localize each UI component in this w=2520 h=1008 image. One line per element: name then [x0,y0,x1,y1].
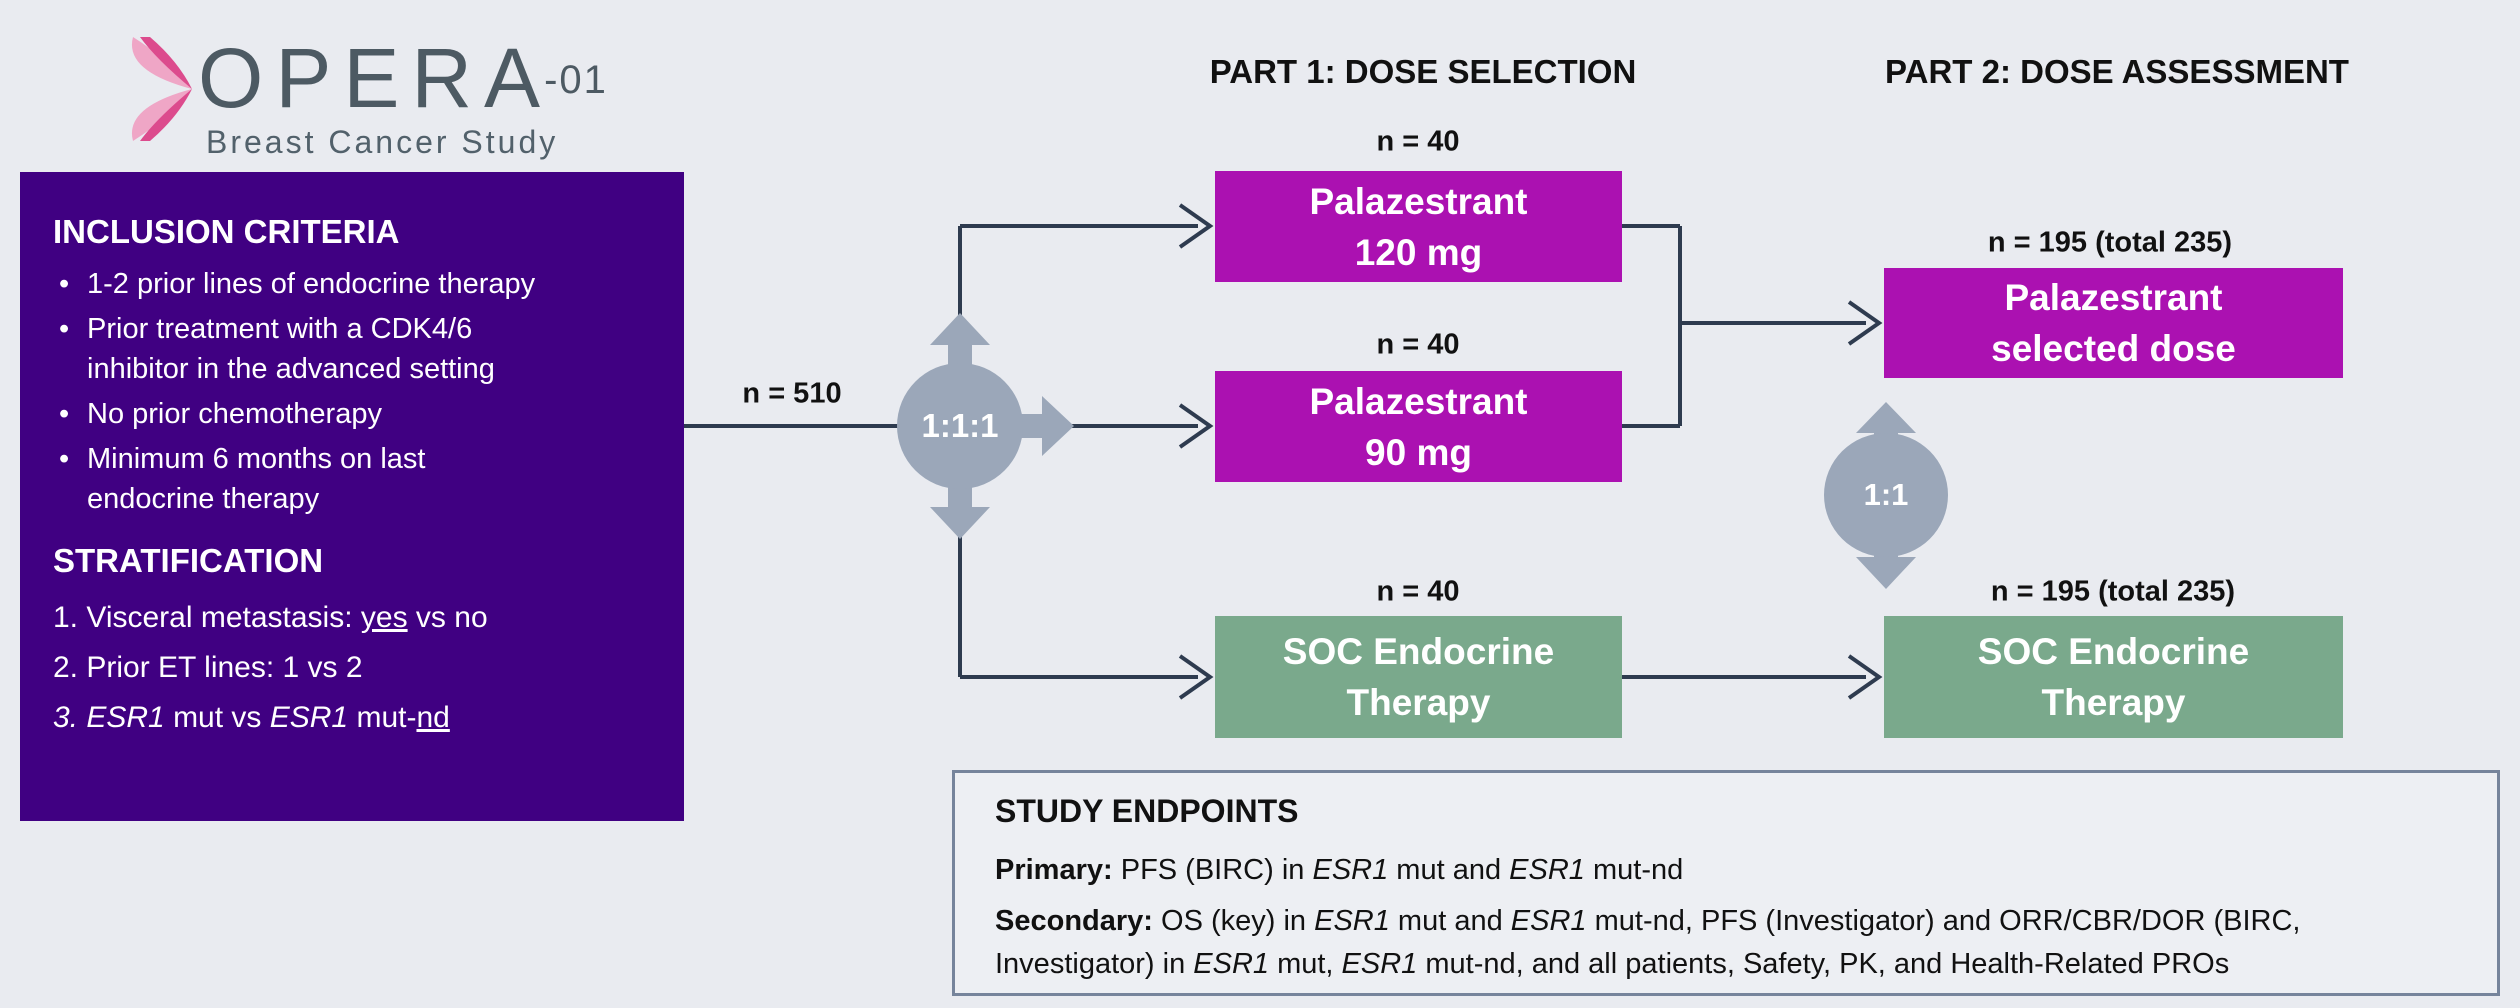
endpoint-text: mut and [1388,854,1510,886]
inclusion-heading: INCLUSION CRITERIA [53,213,400,250]
arm-box-line: SOC Endocrine [1282,631,1555,672]
part1-header: PART 1: DOSE SELECTION [1209,53,1637,90]
gene-name: ESR1 [1341,948,1418,980]
part2-header: PART 2: DOSE ASSESSMENT [1885,53,2349,90]
arm-box-line: Therapy [1346,682,1491,723]
arm-box-line: Therapy [2041,682,2186,723]
arm3-n-label: n = 40 [1376,575,1460,608]
strat-text-underlined: nd [416,701,450,734]
endpoint-text: mut-nd, and all patients, Safety, PK, an… [1417,948,2230,980]
endpoint-text: mut and [1389,905,1511,937]
arrowhead [1178,403,1214,449]
strat-text: mut- [348,701,417,734]
arm-box-soc-part1: SOC Endocrine Therapy [1215,616,1622,738]
stratification-heading: STRATIFICATION [53,542,324,579]
endpoint-text: PFS (BIRC) in [1112,854,1313,886]
inclusion-list: 1-2 prior lines of endocrine therapy Pri… [53,264,613,519]
arm-box-line: Palazestrant [1309,180,1528,222]
n-entry-label: n = 510 [742,377,842,410]
randomization-arrows [897,313,1948,589]
stratification-item-2: 2. Prior ET lines: 1 vs 2 [53,651,363,684]
list-item: Prior treatment with a CDK4/6 inhibitor … [53,309,613,389]
bullet-text: 1-2 prior lines of endocrine therapy [87,268,536,300]
inclusion-criteria-panel: INCLUSION CRITERIA 1-2 prior lines of en… [20,172,684,821]
strat-text: 3. [53,701,87,734]
connector-lines [684,203,1883,700]
ratio11-circle [1824,433,1948,557]
arm1-n-label: n = 40 [1376,125,1460,158]
primary-endpoint-line: Primary: PFS (BIRC) in ESR1 mut and ESR1… [995,849,2457,892]
arm-box-line: selected dose [1991,328,2236,369]
ratio11-label: 1:1 [1863,477,1909,512]
strat-text-underlined: yes [360,601,408,634]
bullet-text: Prior treatment with a CDK4/6 [87,313,473,345]
arm-box-line: 120 mg [1354,231,1483,273]
strat-text: 1. Visceral metastasis: [53,601,361,634]
ratio111-label: 1:1:1 [921,407,999,444]
logo-subtitle: Breast Cancer Study [206,124,559,160]
arm-box-palazestrant-selected: Palazestrant selected dose [1884,268,2343,378]
arm-box-palazestrant-90: Palazestrant 90 mg [1215,371,1622,482]
arm-box-soc-part2: SOC Endocrine Therapy [1884,616,2343,738]
arm-box-line: 90 mg [1365,431,1472,473]
list-item: 1-2 prior lines of endocrine therapy [53,264,613,304]
arm2-n-label: n = 40 [1376,328,1460,361]
logo-title: OPERA-01 [198,36,616,120]
gene-name: ESR1 [1193,948,1270,980]
arm-box-line: Palazestrant [2004,277,2223,318]
stratification-item-1: 1. Visceral metastasis: yes vs no [53,593,656,643]
arrowhead [1847,300,1883,346]
endpoints-heading: STUDY ENDPOINTS [995,793,1299,829]
gene-name: ESR1 [1312,854,1389,886]
endpoint-text: mut-nd, PFS (Investigator) and ORR/CBR/D… [995,905,2301,980]
arrowhead [1178,203,1214,249]
arm-box-palazestrant-120: Palazestrant 120 mg [1215,171,1622,282]
endpoint-text: OS (key) in [1152,905,1315,937]
strat-text: mut vs [164,701,270,734]
secondary-endpoint-line: Secondary: OS (key) in ESR1 mut and ESR1… [995,900,2395,986]
part2-arm1-n-label: n = 195 (total 235) [1987,226,2233,259]
bullet-text: No prior chemotherapy [87,398,382,430]
study-endpoints-panel: STUDY ENDPOINTS Primary: PFS (BIRC) in E… [952,770,2500,996]
bullet-text: inhibitor in the advanced setting [87,353,495,385]
endpoint-text: mut-nd [1584,854,1684,886]
strat-text: vs no [407,601,488,634]
merge-lines [1622,224,1682,428]
endpoint-label: Secondary: [995,905,1153,937]
gene-name: ESR1 [1314,905,1390,937]
arrowhead [1847,654,1883,700]
gene-name: ESR1 [1509,854,1585,886]
endpoint-text: mut, [1269,948,1342,980]
gene-name: ESR1 [269,701,349,734]
list-item: Minimum 6 months on last endocrine thera… [53,439,613,519]
gene-name: ESR1 [1510,905,1587,937]
arrowhead [1178,654,1214,700]
stratification-item-3: 3. ESR1 mut vs ESR1 mut-nd [53,693,656,743]
part2-arm2-n-label: n = 195 (total 235) [1990,575,2236,608]
arm-box-line: Palazestrant [1309,380,1528,422]
ribbon-logo-icon [131,37,192,141]
arm-box-line: SOC Endocrine [1977,631,2250,672]
bullet-text: Minimum 6 months on last [87,443,426,475]
logo-title-suffix: -01 [544,58,608,102]
list-item: No prior chemotherapy [53,394,613,434]
endpoint-label: Primary: [995,854,1113,886]
ratio111-circle [897,363,1023,489]
logo-title-text: OPERA [198,31,553,125]
bullet-text: endocrine therapy [87,483,320,515]
gene-name: ESR1 [86,701,165,734]
